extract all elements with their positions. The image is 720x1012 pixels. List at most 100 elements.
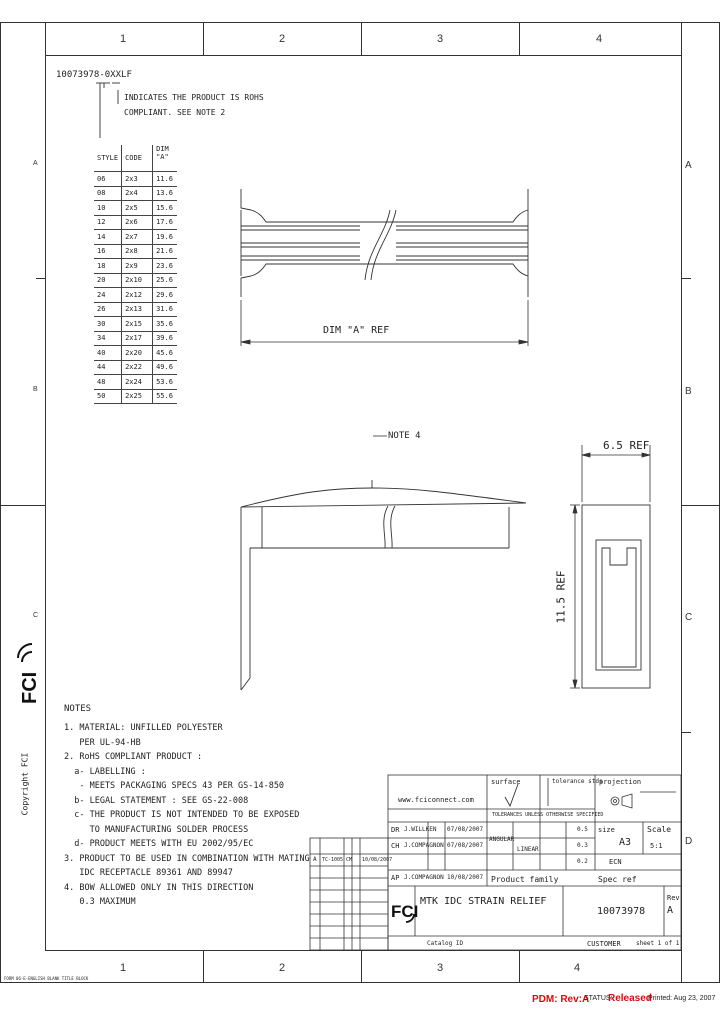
tb-rev-label: Rev — [667, 894, 680, 902]
style-cell: 06 — [94, 171, 122, 187]
fci-logo-side: FCI — [17, 643, 41, 704]
dim-cell: 11.6 — [152, 171, 178, 187]
note-line: 4. BOW ALLOWED ONLY IN THIS DIRECTION — [64, 882, 254, 893]
tb-drawing-number: 10073978 — [597, 906, 646, 917]
style-cell: 50 — [94, 389, 122, 404]
note-line: 3. PRODUCT TO BE USED IN COMBINATION WIT… — [64, 853, 310, 864]
tb-ecn: ECN — [609, 858, 622, 866]
note-line: 2. RoHS COMPLIANT PRODUCT : — [64, 752, 203, 762]
notes-heading: NOTES — [64, 704, 92, 714]
style-table-header: STYLE CODE DIM "A" — [94, 145, 178, 172]
style-cell: 48 — [94, 374, 122, 390]
grid-col-3-top: 3 — [437, 33, 444, 45]
grid-col-2-bottom: 2 — [279, 962, 286, 974]
note-line: - MEETS PACKAGING SPECS 43 PER GS-14-850 — [64, 781, 285, 791]
note-line: PER UL-94-HB — [64, 737, 141, 748]
style-cell: 40 — [94, 345, 122, 361]
code-cell: 2x15 — [121, 316, 153, 332]
dim-cell: 19.6 — [152, 229, 178, 245]
dim-cell: 13.6 — [152, 186, 178, 201]
note-line: a- LABELLING : — [64, 766, 146, 777]
width-ref-label: 6.5 REF — [603, 439, 650, 452]
note-line: TO MANUFACTURING SOLDER PROCESS — [64, 824, 249, 835]
rev-row-ecn: TC-1005 — [322, 857, 344, 863]
dim-cell: 25.6 — [152, 273, 178, 288]
code-cell: 2x20 — [121, 345, 153, 361]
code-cell: 2x7 — [121, 229, 153, 245]
style-header: STYLE — [94, 145, 122, 172]
grid-col-1-bottom: 1 — [120, 962, 127, 974]
grid-row-a-right: A — [685, 160, 692, 171]
tb-scale-value: 5:1 — [650, 842, 663, 850]
height-ref-label: 11.5 REF — [554, 570, 568, 624]
note-line: IDC RECEPTACLE 89361 AND 89947 — [64, 868, 233, 878]
note-line: d- PRODUCT MEETS WITH EU 2002/95/EC — [64, 839, 254, 849]
code-cell: 2x8 — [121, 244, 153, 259]
tb-ap-label: AP — [391, 874, 400, 882]
dim-a-ref-label: DIM "A" REF — [323, 325, 390, 336]
code-cell: 2x22 — [121, 360, 153, 375]
style-cell: 34 — [94, 331, 122, 346]
tb-ch-name: J.COMPAGNON — [404, 842, 444, 849]
tb-catalog: Catalog ID — [427, 940, 464, 947]
tb-ch-label: CH — [391, 842, 400, 850]
tb-size-label: size — [598, 826, 615, 834]
grid-col-3-bottom: 3 — [437, 962, 444, 974]
form-copyright: FORM 06-E-ENGLISH BLANK TITLE BLOCK — [4, 976, 89, 981]
rev-row-by: CM — [346, 857, 353, 863]
tb-ch-date: 07/08/2007 — [447, 842, 484, 849]
grid-col-4-bottom: 4 — [574, 962, 581, 974]
tb-sheet: sheet 1 of 1 — [636, 940, 680, 947]
fci-logo-title: FCI — [391, 902, 418, 923]
style-cell: 12 — [94, 215, 122, 230]
tb-scale-label: Scale — [647, 825, 672, 834]
style-cell: 30 — [94, 316, 122, 332]
style-cell: 10 — [94, 200, 122, 216]
grid-row-d-right: D — [685, 836, 693, 847]
tb-ap-date: 10/08/2007 — [447, 874, 484, 881]
style-cell: 14 — [94, 229, 122, 245]
dim-cell: 17.6 — [152, 215, 178, 230]
style-cell: 16 — [94, 244, 122, 259]
dim-cell: 49.6 — [152, 360, 178, 375]
note-4-ref: NOTE 4 — [388, 431, 421, 441]
code-cell: 2x13 — [121, 302, 153, 317]
grid-col-4-top: 4 — [596, 33, 603, 45]
code-cell: 2x12 — [121, 287, 153, 303]
note-line: c- THE PRODUCT IS NOT INTENDED TO BE EXP… — [64, 810, 300, 820]
code-cell: 2x10 — [121, 273, 153, 288]
tb-size-value: A3 — [619, 837, 632, 848]
tb-spec-ref: Spec ref — [598, 875, 637, 884]
part-code-note-2: COMPLIANT. SEE NOTE 2 — [124, 108, 226, 117]
dim-cell: 31.6 — [152, 302, 178, 317]
code-cell: 2x6 — [121, 215, 153, 230]
notes-list: 1. MATERIAL: UNFILLED POLYESTER PER UL-9… — [64, 721, 310, 910]
note-line: b- LEGAL STATEMENT : SEE GS-22-008 — [64, 795, 249, 806]
tb-linear: LINEAR — [517, 846, 539, 853]
dim-cell: 53.6 — [152, 374, 178, 390]
tb-title: MTK IDC STRAIN RELIEF — [420, 896, 547, 907]
style-cell: 18 — [94, 258, 122, 274]
style-cell: 26 — [94, 302, 122, 317]
tb-dr-label: DR — [391, 826, 400, 834]
status-value: Released — [608, 993, 652, 1004]
dim-cell: 15.6 — [152, 200, 178, 216]
grid-row-a-left: A — [33, 160, 38, 167]
code-header: CODE — [121, 145, 153, 172]
tb-projection: projection — [599, 778, 642, 786]
copyright-text: Copyright FCI — [20, 752, 30, 816]
code-cell: 2x17 — [121, 331, 153, 346]
